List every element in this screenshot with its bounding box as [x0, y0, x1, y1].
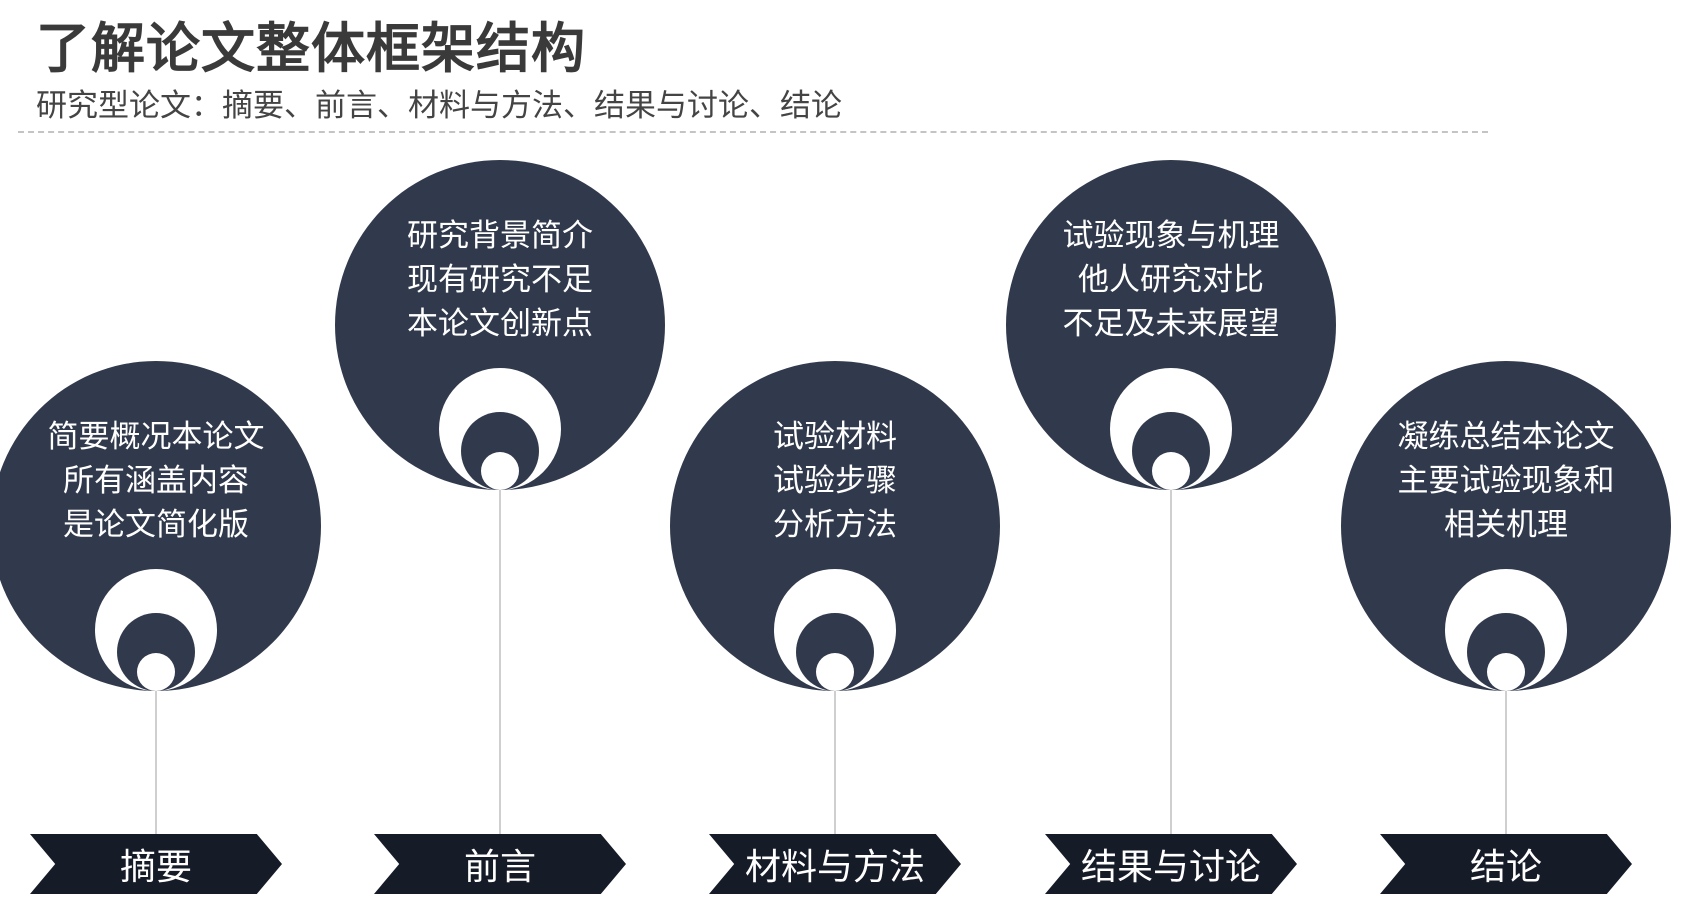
page-subtitle: 研究型论文：摘要、前言、材料与方法、结果与讨论、结论: [36, 88, 842, 124]
connector-line-abstract: [155, 690, 157, 834]
bubble-methods: 试验材料 试验步骤 分析方法: [670, 361, 1000, 691]
bubble-line: 凝练总结本论文: [1397, 419, 1615, 455]
ring-inner: [1487, 653, 1525, 691]
chevron-conclusion: 结论: [1380, 834, 1632, 894]
ring-inner: [137, 653, 175, 691]
connector-line-introduction: [499, 490, 501, 834]
ring-inner: [1152, 452, 1190, 490]
chevron-label-introduction: 前言: [463, 847, 536, 888]
bubble-text-methods: 试验材料 试验步骤 分析方法: [670, 415, 1000, 547]
ring-inner: [481, 452, 519, 490]
connector-line-conclusion: [1505, 690, 1507, 834]
chevron-label-methods: 材料与方法: [744, 847, 925, 888]
bubble-line: 不足及未来展望: [1062, 306, 1280, 342]
bubble-line: 试验现象与机理: [1062, 218, 1280, 254]
chevron-label-abstract: 摘要: [119, 847, 192, 888]
connector-line-results: [1170, 490, 1172, 834]
bubble-line: 主要试验现象和: [1397, 463, 1615, 499]
chevron-abstract: 摘要: [30, 834, 282, 894]
bubble-line: 试验步骤: [773, 463, 897, 499]
bubble-line: 是论文简化版: [63, 507, 249, 543]
connector-line-methods: [834, 690, 836, 834]
bubble-text-conclusion: 凝练总结本论文 主要试验现象和 相关机理: [1341, 415, 1671, 547]
bubble-line: 分析方法: [773, 507, 897, 543]
bubble-introduction: 研究背景简介 现有研究不足 本论文创新点: [335, 160, 665, 490]
bubble-line: 试验材料: [773, 419, 897, 455]
bubble-line: 所有涵盖内容: [63, 463, 249, 499]
bubble-abstract: 简要概况本论文 所有涵盖内容 是论文简化版: [0, 361, 321, 691]
chevron-introduction: 前言: [374, 834, 626, 894]
bubble-text-abstract: 简要概况本论文 所有涵盖内容 是论文简化版: [0, 415, 321, 547]
bubble-line: 相关机理: [1444, 507, 1568, 543]
chevron-methods: 材料与方法: [709, 834, 961, 894]
chevron-results: 结果与讨论: [1045, 834, 1297, 894]
chevron-label-results: 结果与讨论: [1080, 847, 1261, 888]
bubble-line: 研究背景简介: [407, 218, 593, 254]
bubble-line: 本论文创新点: [407, 306, 593, 342]
chevron-label-conclusion: 结论: [1469, 847, 1542, 888]
dashed-divider: [18, 131, 1488, 133]
page-title: 了解论文整体框架结构: [36, 17, 586, 80]
bubble-text-results: 试验现象与机理 他人研究对比 不足及未来展望: [1006, 214, 1336, 346]
bubble-line: 简要概况本论文: [47, 419, 265, 455]
ring-inner: [816, 653, 854, 691]
bubble-conclusion: 凝练总结本论文 主要试验现象和 相关机理: [1341, 361, 1671, 691]
bubble-line: 现有研究不足: [407, 262, 593, 298]
bubble-text-introduction: 研究背景简介 现有研究不足 本论文创新点: [335, 214, 665, 346]
bubble-line: 他人研究对比: [1078, 262, 1264, 298]
bubble-results: 试验现象与机理 他人研究对比 不足及未来展望: [1006, 160, 1336, 490]
